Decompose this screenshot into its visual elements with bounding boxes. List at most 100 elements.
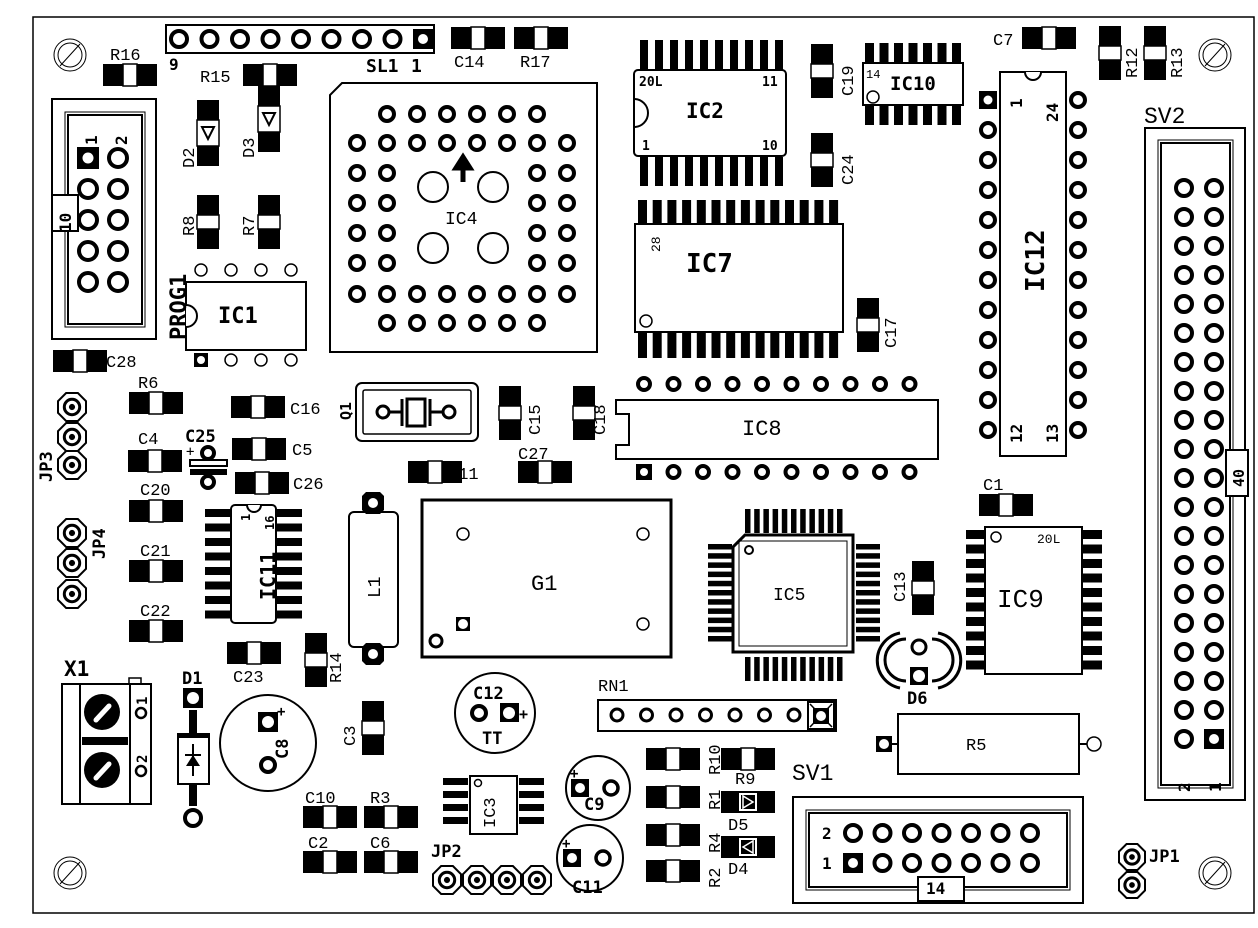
pad: [468, 314, 486, 332]
outline: [739, 793, 757, 811]
pad: [527, 870, 547, 890]
resistor-r14: [304, 633, 328, 687]
pad: [194, 263, 208, 277]
pad: [937, 43, 947, 63]
pad: [961, 853, 981, 873]
label-d4: D4: [728, 861, 748, 880]
ic-ic5: [708, 509, 880, 681]
pad: [856, 626, 880, 633]
pad: [757, 707, 772, 723]
pad: [107, 240, 129, 262]
pad: [818, 657, 825, 681]
pad-hole: [68, 559, 76, 567]
pad: [1069, 271, 1087, 289]
pad: [378, 314, 396, 332]
outline: [51, 194, 79, 232]
jumper-jp1: [1118, 843, 1146, 899]
mount-hole: [417, 171, 449, 203]
ic-ic4: [329, 82, 598, 353]
pad: [77, 240, 99, 262]
pad: [62, 427, 82, 447]
pad: [558, 194, 576, 212]
pad: [258, 86, 280, 106]
pad: [1069, 151, 1087, 169]
label-c20: C20: [140, 482, 171, 501]
pad: [558, 164, 576, 182]
pad: [276, 552, 302, 561]
pad: [811, 167, 833, 187]
pad: [230, 29, 250, 49]
pad: [966, 544, 986, 554]
outline: [219, 694, 317, 792]
capacitor-c23: [227, 641, 281, 665]
pad: [979, 271, 997, 289]
pad: [1174, 410, 1194, 430]
pad: [378, 164, 396, 182]
screw-slot: [93, 703, 112, 723]
pad-outline: [57, 548, 87, 578]
capacitor-c4: [128, 449, 182, 473]
pad: [470, 704, 488, 722]
capacitor-c21: [129, 559, 183, 583]
pad: [696, 332, 706, 358]
pad: [87, 350, 107, 372]
outline: [856, 317, 880, 333]
capacitor-c16: [231, 395, 285, 419]
pad: [979, 421, 997, 439]
pad: [205, 596, 231, 604]
pad: [558, 254, 576, 272]
label-ic2-pin11: 11: [762, 75, 778, 90]
pad: [443, 817, 468, 824]
label-ic10-pin14: 14: [866, 68, 880, 82]
pad: [791, 509, 797, 533]
mount-hole: [477, 232, 509, 264]
outline: [383, 805, 399, 829]
pad: [827, 657, 834, 681]
pad: [655, 40, 663, 70]
ic-ic8: [615, 376, 939, 480]
pad: [1069, 331, 1087, 349]
label-sv2-pin40: 40: [1230, 469, 1248, 487]
capacitor-c18: [572, 386, 596, 440]
label-c27: C27: [518, 446, 549, 465]
pad: [872, 464, 888, 480]
pad: [781, 657, 788, 681]
pad: [514, 27, 534, 49]
outline: [72, 349, 88, 373]
mount-hole: [417, 232, 449, 264]
pad: [468, 285, 486, 303]
pad: [730, 157, 738, 186]
label-ic5: IC5: [773, 586, 805, 606]
pad: [1082, 544, 1102, 554]
outline: [556, 824, 624, 892]
pad: [602, 779, 620, 797]
pad: [205, 567, 231, 575]
label-c11: C11: [572, 878, 603, 898]
pad: [573, 386, 595, 406]
label-r12: R12: [1124, 47, 1143, 78]
pad: [438, 134, 456, 152]
pad: [966, 559, 986, 568]
resistor-r3: [364, 805, 418, 829]
pad: [814, 332, 824, 358]
pad: [378, 224, 396, 242]
pad: [337, 806, 357, 828]
resistor-r15: [243, 63, 297, 87]
pad: [872, 853, 893, 873]
pad: [809, 657, 815, 681]
pad: [398, 851, 418, 873]
pad: [276, 596, 302, 604]
pad: [408, 314, 426, 332]
label-jp3: JP3: [37, 451, 57, 482]
pad: [438, 314, 456, 332]
pad: [966, 660, 986, 670]
label-sl1-pin9: 9: [169, 55, 179, 74]
pad: [1204, 381, 1224, 401]
label-c22: C22: [140, 603, 171, 622]
pad: [708, 553, 732, 559]
label-r7: R7: [241, 216, 260, 236]
pad: [260, 29, 281, 49]
label-ic12-pin13: 13: [1043, 424, 1062, 443]
resistor-r8: [196, 195, 220, 249]
pad: [205, 509, 231, 517]
